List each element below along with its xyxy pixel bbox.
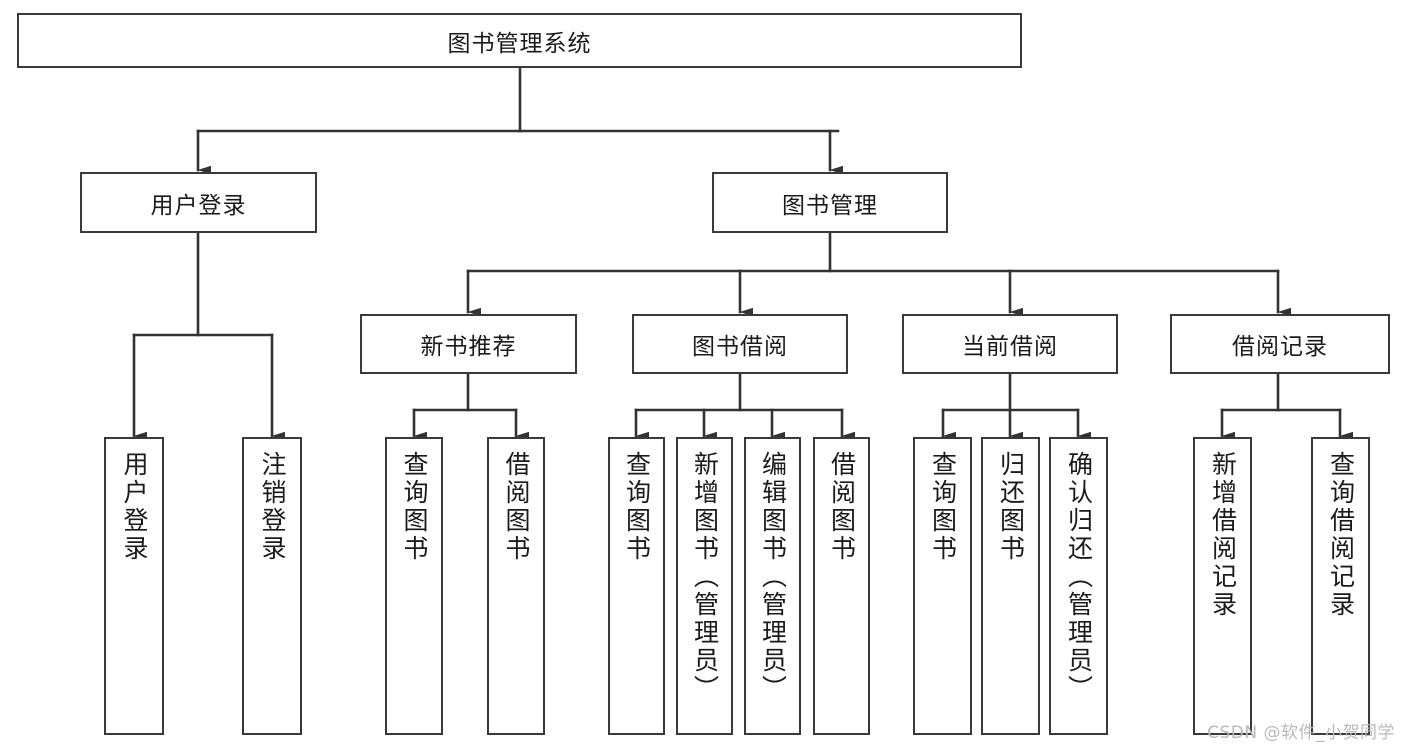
leaf-new-book-1-label: 查询图书 [400, 451, 429, 563]
leaf-new-book-1[interactable]: 查询图书 [385, 437, 443, 735]
node-borrow-record[interactable]: 借阅记录 [1170, 314, 1390, 374]
leaf-user-login-1[interactable]: 用户登录 [104, 437, 164, 735]
leaf-current-borrow-3[interactable]: 确认归还（管理员） [1049, 437, 1108, 735]
leaf-current-borrow-2-label: 归还图书 [996, 451, 1026, 563]
leaf-book-borrow-4[interactable]: 借阅图书 [813, 437, 870, 735]
leaf-book-borrow-1-label: 查询图书 [622, 451, 652, 563]
node-borrow-record-label: 借阅记录 [1232, 334, 1328, 360]
leaf-user-login-1-label: 用户登录 [120, 451, 149, 563]
node-book-manage-label: 图书管理 [782, 192, 878, 219]
leaf-book-borrow-1[interactable]: 查询图书 [608, 437, 665, 735]
leaf-current-borrow-2[interactable]: 归还图书 [981, 437, 1040, 735]
node-user-login[interactable]: 用户登录 [80, 172, 317, 233]
leaf-current-borrow-1[interactable]: 查询图书 [913, 437, 972, 735]
leaf-borrow-record-1[interactable]: 新增借阅记录 [1193, 437, 1252, 735]
leaf-book-borrow-2[interactable]: 新增图书（管理员） [676, 437, 733, 735]
node-root[interactable]: 图书管理系统 [17, 13, 1022, 68]
leaf-book-borrow-3[interactable]: 编辑图书（管理员） [744, 437, 801, 735]
node-current-borrow-label: 当前借阅 [962, 334, 1058, 360]
leaf-new-book-2[interactable]: 借阅图书 [487, 437, 545, 735]
node-book-manage[interactable]: 图书管理 [712, 172, 948, 233]
node-user-login-label: 用户登录 [150, 192, 247, 219]
leaf-borrow-record-2[interactable]: 查询借阅记录 [1311, 437, 1370, 735]
leaf-borrow-record-1-label: 新增借阅记录 [1208, 451, 1238, 619]
node-current-borrow[interactable]: 当前借阅 [902, 314, 1118, 374]
leaf-book-borrow-3-label: 编辑图书（管理员） [758, 451, 788, 703]
leaf-book-borrow-2-label: 新增图书（管理员） [690, 451, 720, 703]
node-new-book-recommend-label: 新书推荐 [420, 334, 517, 360]
leaf-current-borrow-3-label: 确认归还（管理员） [1064, 451, 1094, 703]
node-book-borrow[interactable]: 图书借阅 [632, 314, 848, 374]
leaf-current-borrow-1-label: 查询图书 [928, 451, 958, 563]
node-book-borrow-label: 图书借阅 [692, 334, 788, 360]
leaf-book-borrow-4-label: 借阅图书 [827, 451, 857, 563]
leaf-user-login-2-label: 注销登录 [258, 451, 287, 563]
leaf-user-login-2[interactable]: 注销登录 [242, 437, 302, 735]
leaf-new-book-2-label: 借阅图书 [502, 451, 531, 563]
node-root-label: 图书管理系统 [447, 30, 592, 57]
node-new-book-recommend[interactable]: 新书推荐 [360, 314, 577, 374]
leaf-borrow-record-2-label: 查询借阅记录 [1326, 451, 1356, 619]
